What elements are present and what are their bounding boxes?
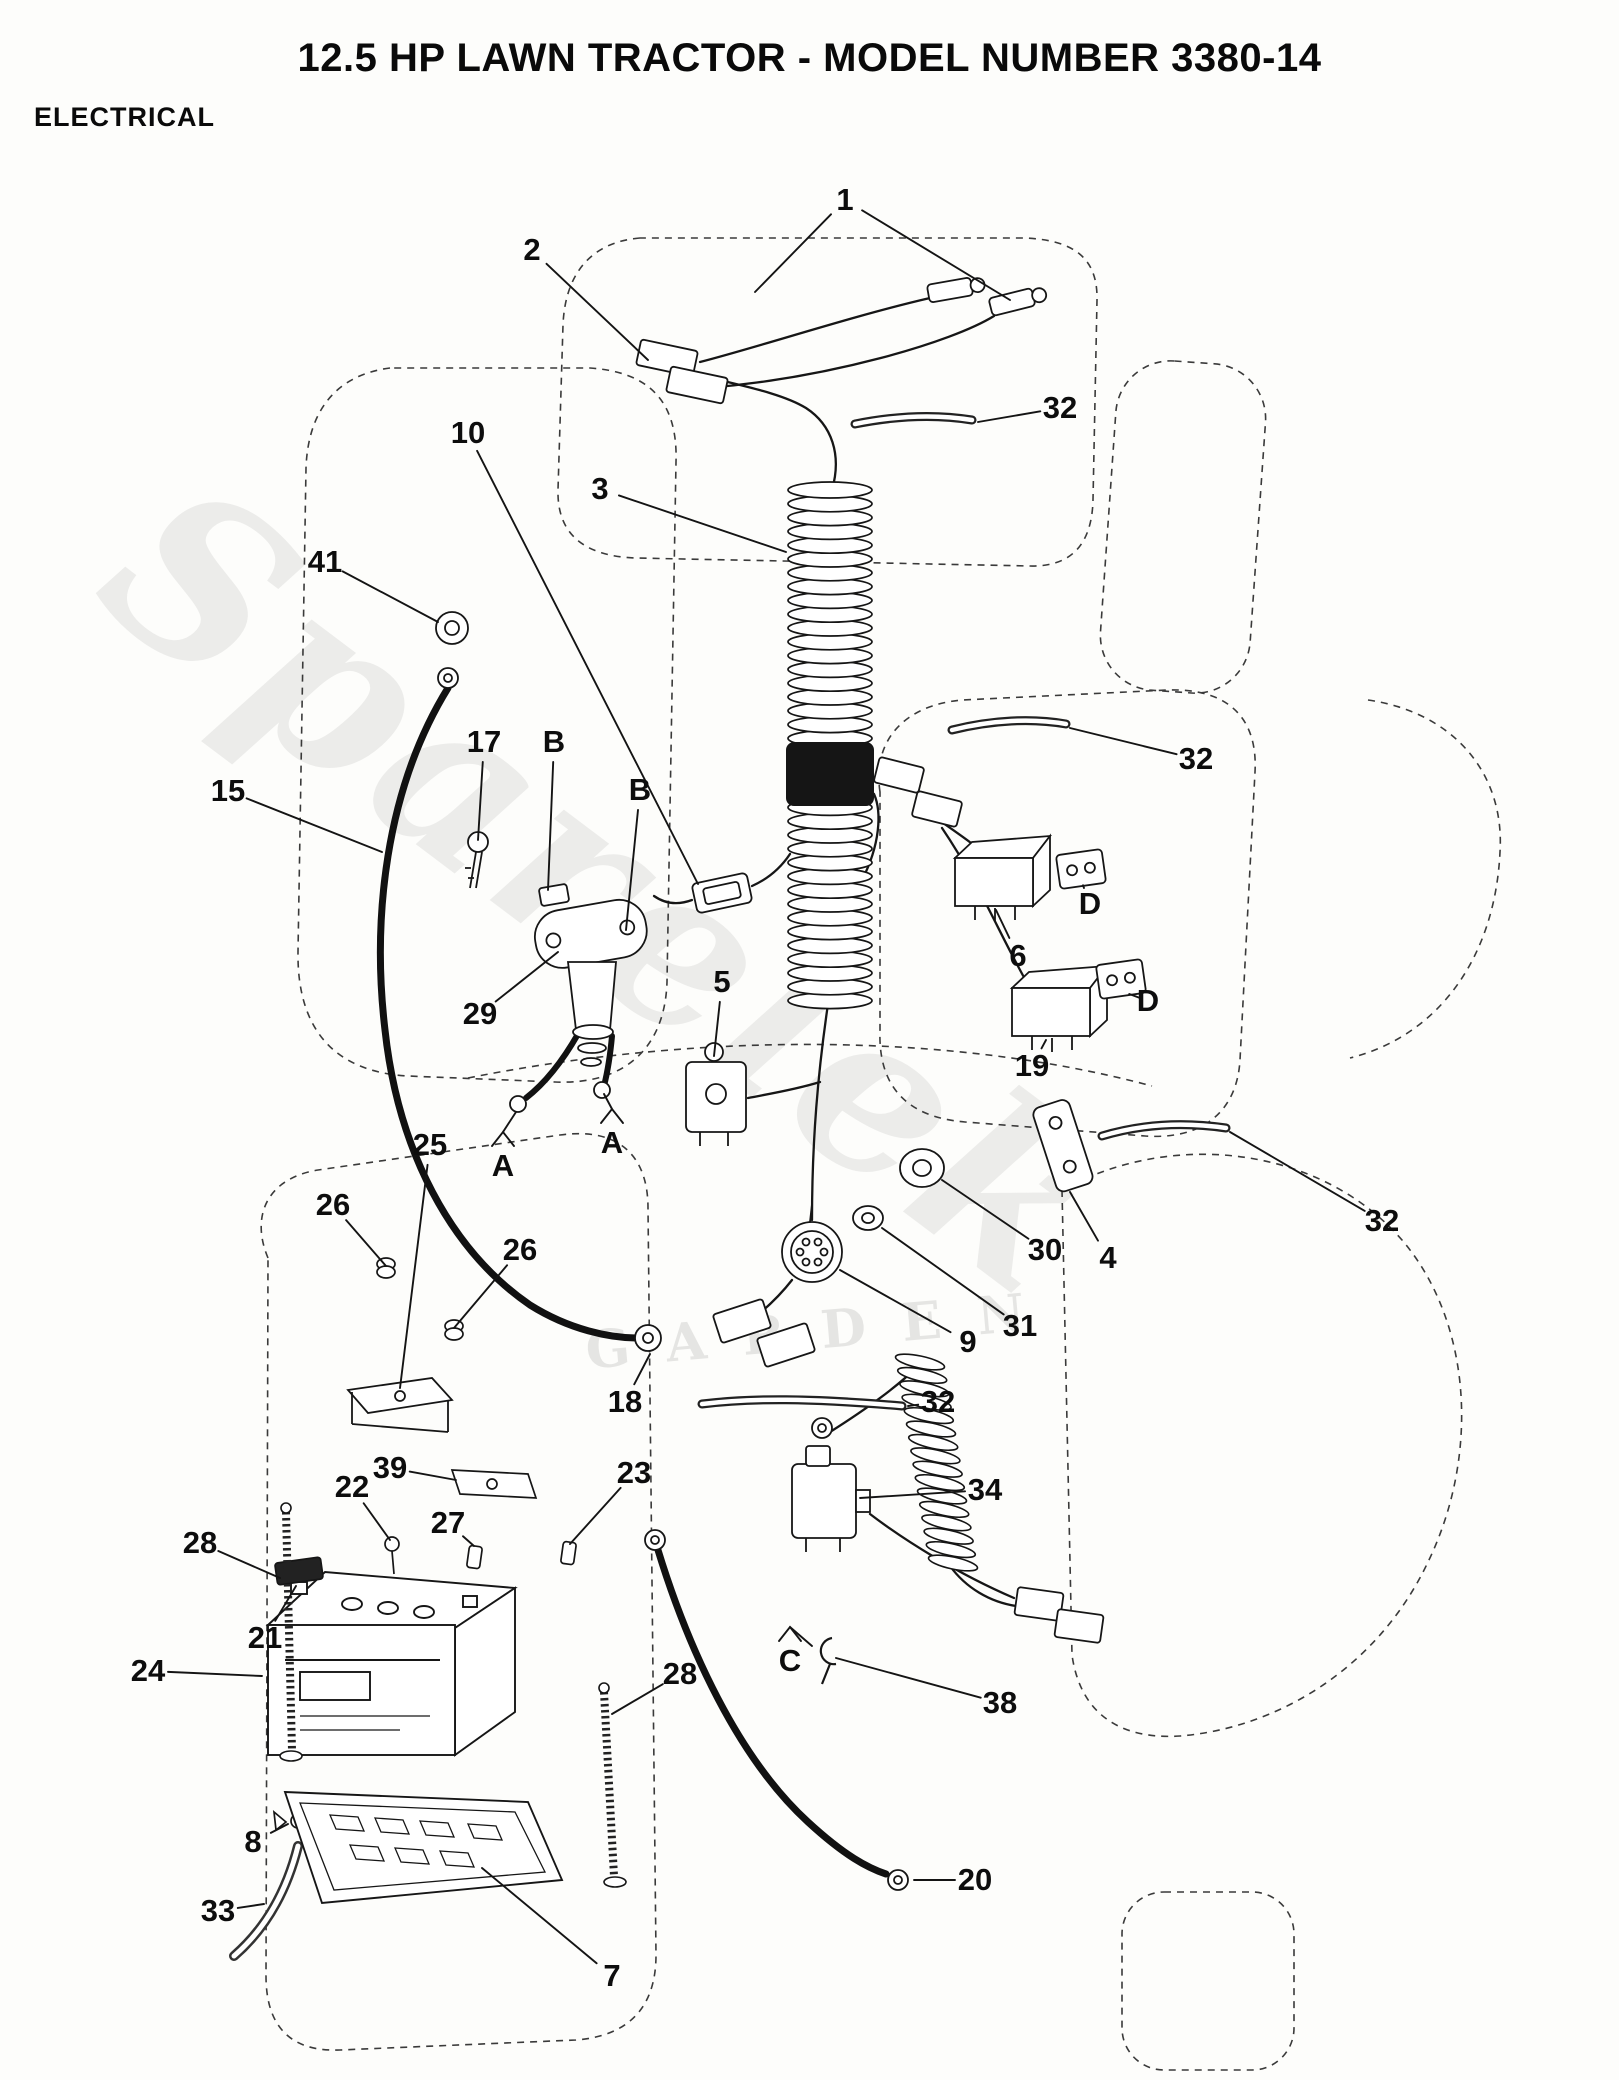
spacer-27: [466, 1544, 483, 1570]
relay-connectors: [1055, 848, 1147, 1000]
conduit-coil: [786, 481, 874, 1010]
battery: [265, 1571, 518, 1757]
spacer-23: [560, 1540, 577, 1566]
callout-31-26: 31: [1002, 1308, 1038, 1343]
callout-26-20: 26: [315, 1187, 351, 1222]
washer: [852, 1205, 884, 1231]
callout-24-36: 24: [130, 1653, 166, 1688]
callout-32-24: 32: [1364, 1203, 1400, 1238]
callout-32-2: 32: [1042, 390, 1078, 425]
callout-32-28: 32: [920, 1384, 956, 1419]
page-title: 12.5 HP LAWN TRACTOR - MODEL NUMBER 3380…: [297, 36, 1322, 80]
callout-2-1: 2: [523, 232, 541, 267]
fuse-holder: [691, 872, 753, 914]
callout-9-25: 9: [959, 1324, 977, 1359]
seat-switch: [791, 1445, 871, 1552]
small-hardware: [272, 1257, 577, 1832]
cable-clamp: [819, 1636, 837, 1685]
callout-23-31: 23: [616, 1455, 652, 1490]
rear-harness-coil: [894, 1353, 979, 1572]
callout-32-10: 32: [1178, 741, 1214, 776]
callout-18-27: 18: [607, 1384, 643, 1419]
callout-39-29: 39: [372, 1450, 408, 1485]
drain-tube: [229, 1841, 303, 1961]
ignition-switch: [534, 898, 648, 1067]
callout-8-40: 8: [244, 1824, 262, 1859]
callout-a-18: A: [600, 1125, 624, 1160]
callout-b-8: B: [628, 772, 652, 807]
interlock-switch: [685, 1042, 747, 1146]
callout-4-23: 4: [1099, 1240, 1117, 1275]
relays: [952, 833, 1109, 1052]
callout-5-15: 5: [713, 964, 731, 999]
harness-connectors: [538, 277, 1105, 1644]
callout-a-17: A: [491, 1148, 515, 1183]
bolt-22: [384, 1536, 400, 1575]
leader-lines: [167, 209, 1366, 1965]
callout-34-33: 34: [967, 1472, 1003, 1507]
cable-ties: [697, 412, 1231, 1411]
round-connector: [781, 1203, 843, 1283]
callout-10-3: 10: [450, 415, 486, 450]
tractor-outline-dashed: [260, 237, 1502, 2071]
callout-26-21: 26: [502, 1232, 538, 1267]
callout-38-39: 38: [982, 1685, 1018, 1720]
callout-41-5: 41: [307, 544, 343, 579]
callout-20-41: 20: [957, 1862, 993, 1897]
callout-c-37: C: [778, 1643, 802, 1678]
callout-6-12: 6: [1009, 938, 1027, 973]
callout-7-43: 7: [603, 1958, 621, 1993]
callout-17-6: 17: [466, 724, 502, 759]
callout-22-30: 22: [334, 1469, 370, 1504]
grommet: [899, 1148, 945, 1188]
ring-terminals: [435, 611, 909, 1891]
callout-30-22: 30: [1027, 1232, 1063, 1267]
callout-33-42: 33: [200, 1893, 236, 1928]
callout-19-16: 19: [1014, 1048, 1050, 1083]
wiring-harness: [652, 296, 1032, 1608]
callout-3-4: 3: [591, 471, 609, 506]
callout-28-38: 28: [662, 1656, 698, 1691]
callout-b-7: B: [542, 724, 566, 759]
callout-28-34: 28: [182, 1525, 218, 1560]
plate-39: [450, 1469, 538, 1499]
callout-25-19: 25: [412, 1127, 448, 1162]
callout-d-11: D: [1078, 886, 1102, 921]
callout-29-14: 29: [462, 996, 498, 1031]
fuse-21: [274, 1556, 324, 1586]
callout-1-0: 1: [836, 182, 854, 217]
callout-d-13: D: [1136, 983, 1160, 1018]
callout-21-35: 21: [247, 1620, 283, 1655]
battery-bracket: [346, 1377, 454, 1433]
mounting-bracket: [1032, 1099, 1094, 1193]
callout-15-9: 15: [210, 773, 246, 808]
callout-27-32: 27: [430, 1505, 466, 1540]
battery-rods: [279, 1502, 627, 1888]
section-label: ELECTRICAL: [34, 102, 215, 132]
